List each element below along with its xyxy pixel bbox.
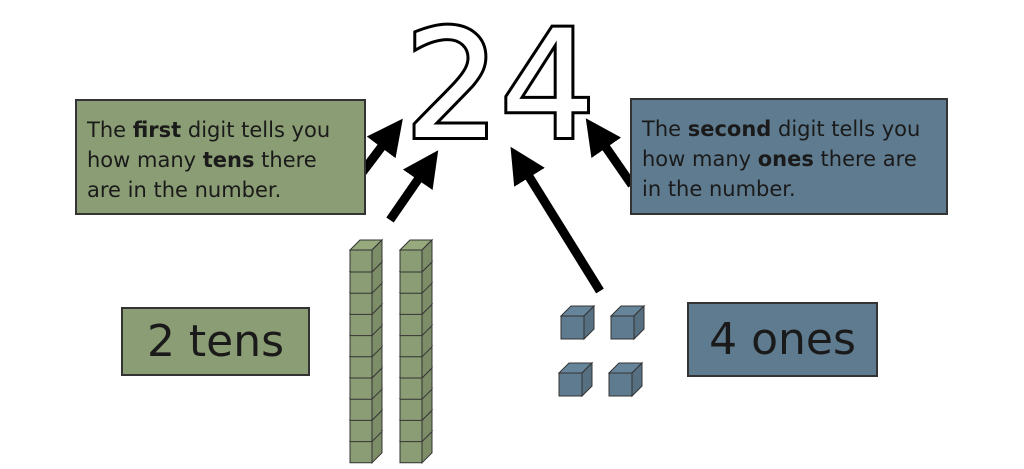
- second-digit-explanation: The second digit tells you how many ones…: [630, 98, 948, 215]
- arrow-ones-to-4: [510, 146, 604, 294]
- ten-rod-unit: [348, 238, 384, 274]
- one-cube: [559, 304, 596, 341]
- arrow-second-box-to-4: [585, 118, 636, 188]
- number-24: 24: [405, 0, 596, 173]
- one-cube: [607, 361, 644, 398]
- one-cube: [609, 304, 646, 341]
- one-cube: [557, 361, 594, 398]
- tens-label: 2 tens: [121, 307, 310, 376]
- ones-label: 4 ones: [687, 302, 878, 377]
- first-digit-explanation: The first digit tells you how many tens …: [75, 99, 366, 215]
- ten-rod-unit: [398, 238, 434, 274]
- arrow-tens-to-2: [386, 150, 439, 223]
